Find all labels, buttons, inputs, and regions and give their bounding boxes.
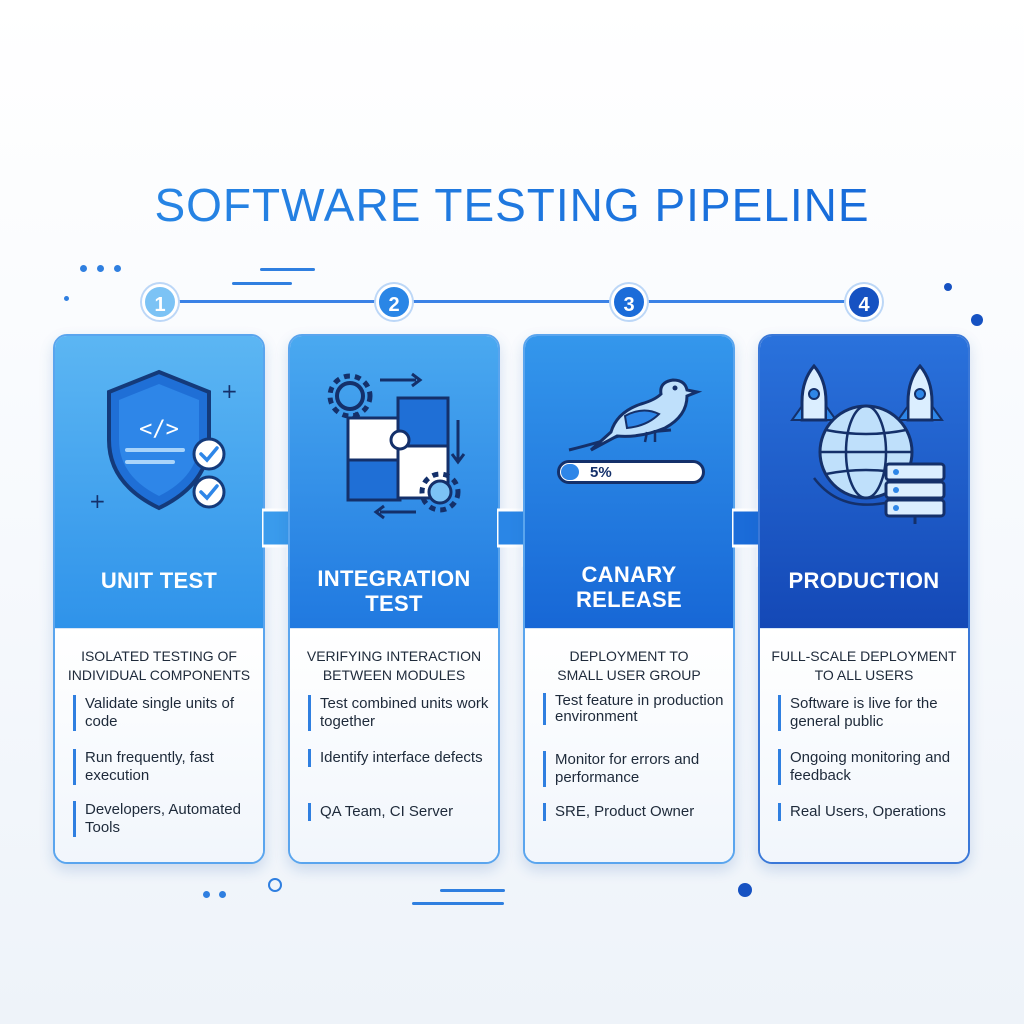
globe-rockets-server-icon bbox=[790, 363, 946, 524]
stage-card-header: + + </> UNIT TEST bbox=[55, 336, 263, 628]
decor-ring bbox=[268, 878, 282, 892]
stage-bullet: Ongoing monitoring and feedback bbox=[778, 749, 960, 785]
timeline-line bbox=[160, 300, 865, 303]
decor-dot bbox=[971, 314, 983, 326]
stage-subtitle-line: SMALL USER GROUP bbox=[557, 667, 701, 683]
decor-dash bbox=[260, 268, 315, 271]
stage-bullet: Test combined units work together bbox=[308, 695, 490, 731]
stage-subtitle-line: DEPLOYMENT TO bbox=[569, 648, 689, 664]
decor-dot bbox=[944, 283, 952, 291]
decor-dot bbox=[219, 891, 226, 898]
decor-dot bbox=[738, 883, 752, 897]
decor-dash bbox=[412, 902, 504, 905]
stage-details: FULL-SCALE DEPLOYMENT TO ALL USERS Softw… bbox=[760, 628, 968, 862]
stage-bullet: Identify interface defects bbox=[308, 749, 490, 767]
stage-subtitle-line: ISOLATED TESTING OF bbox=[81, 648, 237, 664]
stage-bullet: SRE, Product Owner bbox=[543, 803, 725, 821]
stage-subtitle: ISOLATED TESTING OF INDIVIDUAL COMPONENT… bbox=[61, 647, 257, 685]
stage-bullet: Test feature in production environment bbox=[543, 693, 725, 725]
stage-bullet: Monitor for errors and performance bbox=[543, 751, 725, 787]
stage-title: PRODUCTION bbox=[760, 568, 968, 593]
stage-details: DEPLOYMENT TO SMALL USER GROUP Test feat… bbox=[525, 628, 733, 862]
stage-bullet: Run frequently, fast execution bbox=[73, 749, 255, 785]
stage-title-line: PRODUCTION bbox=[788, 568, 940, 593]
svg-text:+: + bbox=[91, 489, 106, 513]
canary-progress-bar: 5% bbox=[557, 460, 705, 484]
svg-text:</>: </> bbox=[139, 417, 179, 442]
stage-card-integration-test: INTEGRATION TEST VERIFYING INTERACTION B… bbox=[288, 334, 500, 864]
decor-dash bbox=[440, 889, 505, 892]
stage-title-line: CANARY bbox=[581, 562, 677, 587]
step-number-1: 1 bbox=[142, 284, 178, 320]
stage-title-line: RELEASE bbox=[575, 587, 682, 612]
stage-bullet: Software is live for the general public bbox=[778, 695, 960, 731]
decor-dot bbox=[114, 265, 121, 272]
canary-progress-label: 5% bbox=[590, 464, 612, 481]
stage-card-header: PRODUCTION bbox=[760, 336, 968, 628]
decor-dot bbox=[97, 265, 104, 272]
svg-text:+: + bbox=[221, 379, 238, 403]
stage-title-line: UNIT TEST bbox=[100, 568, 218, 593]
decor-dash bbox=[232, 282, 292, 285]
stage-details: VERIFYING INTERACTION BETWEEN MODULES Te… bbox=[290, 628, 498, 862]
stage-subtitle: DEPLOYMENT TO SMALL USER GROUP bbox=[531, 647, 727, 685]
stage-card-canary-release: 5% CANARY RELEASE DEPLOYMENT TO SMALL US… bbox=[523, 334, 735, 864]
stage-subtitle-line: BETWEEN MODULES bbox=[322, 667, 466, 683]
stage-subtitle-line: INDIVIDUAL COMPONENTS bbox=[67, 667, 251, 683]
stage-card-header: INTEGRATION TEST bbox=[290, 336, 498, 628]
step-number-4: 4 bbox=[846, 284, 882, 320]
stage-bullet: QA Team, CI Server bbox=[308, 803, 490, 821]
step-number-2: 2 bbox=[376, 284, 412, 320]
page-title: SOFTWARE TESTING PIPELINE bbox=[0, 178, 1024, 232]
stage-card-header: 5% CANARY RELEASE bbox=[525, 336, 733, 628]
stage-card-production: PRODUCTION FULL-SCALE DEPLOYMENT TO ALL … bbox=[758, 334, 970, 864]
decor-dot bbox=[203, 891, 210, 898]
stage-subtitle-line: TO ALL USERS bbox=[814, 667, 914, 683]
decor-dot bbox=[64, 296, 69, 301]
stage-title: CANARY RELEASE bbox=[525, 562, 733, 612]
stage-bullet: Real Users, Operations bbox=[778, 803, 960, 821]
stage-bullet: Validate single units of code bbox=[73, 695, 255, 731]
decor-dot bbox=[80, 265, 87, 272]
stage-subtitle: VERIFYING INTERACTION BETWEEN MODULES bbox=[296, 647, 492, 685]
stage-bullet: Developers, Automated Tools bbox=[73, 801, 255, 837]
stage-subtitle-line: FULL-SCALE DEPLOYMENT bbox=[771, 648, 957, 664]
stage-title-line: TEST bbox=[365, 591, 423, 616]
canary-progress-fill bbox=[561, 464, 579, 480]
stage-subtitle: FULL-SCALE DEPLOYMENT TO ALL USERS bbox=[766, 647, 962, 685]
stage-title: INTEGRATION TEST bbox=[290, 566, 498, 616]
shield-code-icon: + + </> bbox=[91, 369, 238, 513]
stage-title: UNIT TEST bbox=[55, 568, 263, 593]
stage-details: ISOLATED TESTING OF INDIVIDUAL COMPONENT… bbox=[55, 628, 263, 862]
step-number-3: 3 bbox=[611, 284, 647, 320]
stage-title-line: INTEGRATION bbox=[317, 566, 471, 591]
canary-bird-icon bbox=[568, 378, 703, 452]
stage-card-unit-test: + + </> UNIT TEST ISOLATED TESTING OF IN… bbox=[53, 334, 265, 864]
puzzle-gears-icon bbox=[327, 372, 466, 520]
stage-subtitle-line: VERIFYING INTERACTION bbox=[306, 648, 482, 664]
